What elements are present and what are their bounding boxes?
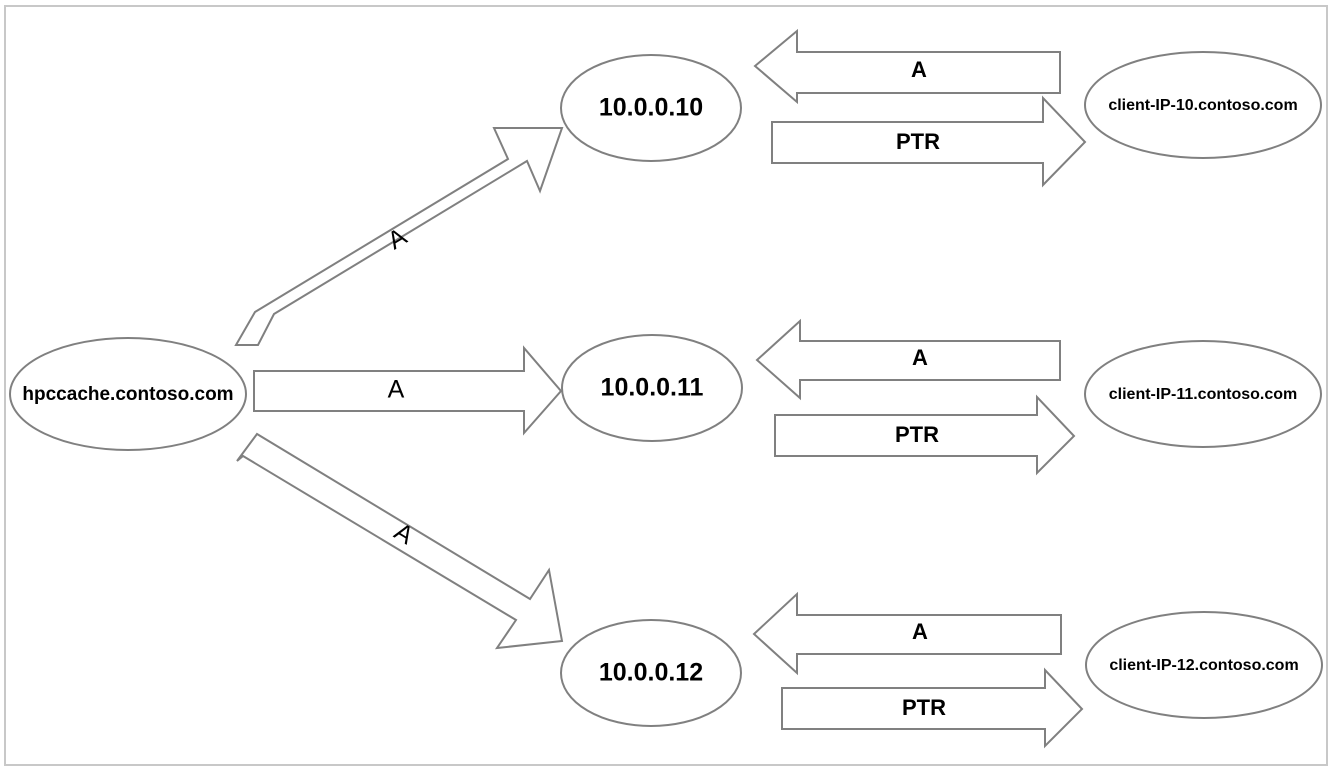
row-2-ip-node[interactable]: 10.0.0.11	[561, 334, 743, 442]
row-2-a-arrow-shape	[755, 318, 1061, 401]
row-2-a-arrow-label: A	[912, 345, 928, 370]
row-2-a-arrow[interactable]: A	[755, 318, 1061, 401]
row-1-left-arrow-shape	[234, 127, 564, 346]
row-1-a-arrow-shape	[753, 28, 1061, 105]
row-3-client-node-label: client-IP-12.contoso.com	[1109, 657, 1298, 674]
row-3-ptr-arrow[interactable]: PTR	[781, 667, 1084, 749]
row-2-client-node[interactable]: client-IP-11.contoso.com	[1084, 340, 1322, 448]
row-1-ip-node-label: 10.0.0.10	[599, 94, 703, 122]
row-2-client-node-ellipse	[1084, 340, 1322, 448]
row-3-client-node[interactable]: client-IP-12.contoso.com	[1085, 611, 1323, 719]
row-1-ptr-arrow[interactable]: PTR	[771, 95, 1087, 188]
source-node[interactable]: hpccache.contoso.com	[9, 337, 247, 451]
row-3-ptr-arrow-label: PTR	[902, 695, 946, 720]
row-2-ip-node-label: 10.0.0.11	[601, 374, 704, 402]
row-1-ip-node[interactable]: 10.0.0.10	[560, 54, 742, 162]
row-2-ptr-arrow-label: PTR	[895, 422, 939, 447]
row-3-ptr-arrow-shape	[781, 667, 1084, 749]
row-1-ptr-arrow-label: PTR	[896, 129, 940, 154]
row-1-client-node-ellipse	[1084, 51, 1322, 159]
row-2-ip-node-ellipse	[561, 334, 743, 442]
row-3-left-arrow[interactable]: A	[236, 432, 564, 650]
row-3-a-arrow[interactable]: A	[752, 591, 1062, 676]
row-3-ip-node[interactable]: 10.0.0.12	[560, 619, 742, 727]
page-frame	[4, 5, 1328, 766]
row-3-a-arrow-label: A	[912, 619, 928, 644]
row-3-left-arrow-shape	[236, 432, 564, 650]
row-3-ip-node-ellipse	[560, 619, 742, 727]
row-1-client-node-label: client-IP-10.contoso.com	[1108, 97, 1297, 114]
row-1-client-node[interactable]: client-IP-10.contoso.com	[1084, 51, 1322, 159]
row-1-a-arrow-label: A	[911, 57, 927, 82]
row-3-ip-node-label: 10.0.0.12	[599, 659, 703, 687]
row-1-ip-node-ellipse	[560, 54, 742, 162]
row-2-left-arrow-label: A	[388, 376, 405, 404]
row-2-ptr-arrow[interactable]: PTR	[774, 394, 1076, 476]
row-1-ptr-arrow-shape	[771, 95, 1087, 188]
row-3-a-arrow-shape	[752, 591, 1062, 676]
row-3-client-node-ellipse	[1085, 611, 1323, 719]
row-2-client-node-label: client-IP-11.contoso.com	[1109, 386, 1297, 403]
row-1-left-arrow[interactable]: A	[234, 127, 564, 346]
row-2-left-arrow-shape	[253, 345, 563, 436]
source-node-label: hpccache.contoso.com	[22, 384, 233, 405]
row-2-left-arrow[interactable]: A	[253, 345, 563, 436]
row-1-a-arrow[interactable]: A	[753, 28, 1061, 105]
source-node-ellipse	[9, 337, 247, 451]
row-2-ptr-arrow-shape	[774, 394, 1076, 476]
